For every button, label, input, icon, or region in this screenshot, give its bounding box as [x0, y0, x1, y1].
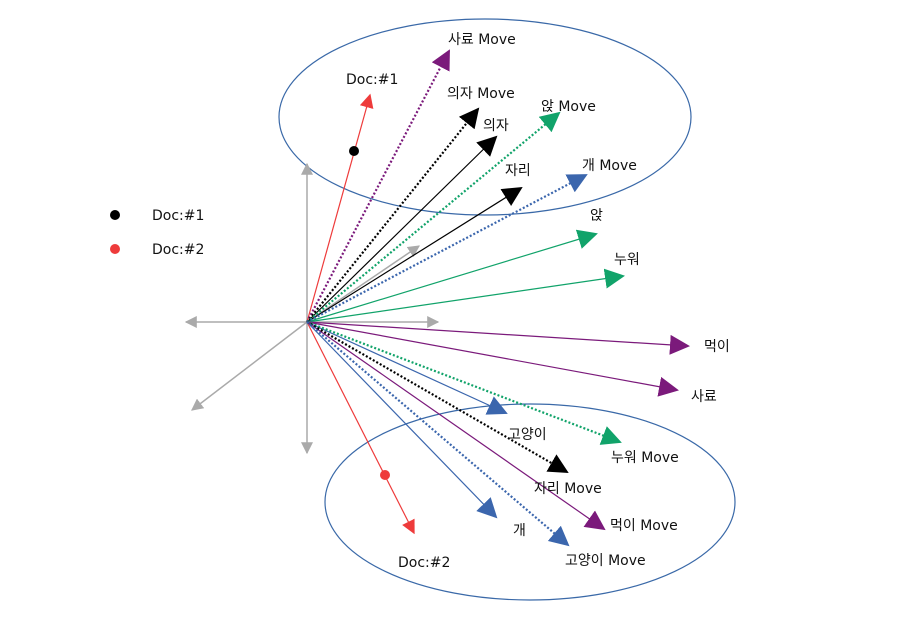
- anj-vector: [306, 229, 598, 323]
- meogi-vector: [306, 321, 690, 355]
- anj-move-vector: [306, 111, 561, 323]
- legend-doc1-label: Doc:#1: [152, 208, 204, 224]
- saryo-move-vector: [306, 49, 450, 323]
- doc1-point: [349, 146, 359, 156]
- nuwo-vector: [306, 268, 625, 323]
- bottom-cluster-ellipse: [324, 403, 736, 601]
- goyangi-vector: [306, 321, 508, 415]
- saryo-label: 사료: [691, 389, 717, 405]
- legend-doc1-marker: [110, 210, 120, 220]
- uija-label: 의자: [483, 118, 509, 134]
- doc1-label: Doc:#1: [346, 72, 398, 88]
- gae-move-vector: [306, 174, 588, 323]
- legend-doc2-marker: [110, 244, 120, 254]
- doc2-label: Doc:#2: [398, 555, 450, 571]
- top-cluster-ellipse: [278, 18, 692, 216]
- jari-move-label: 자리 Move: [534, 481, 602, 497]
- meogi-move-label: 먹이 Move: [610, 518, 678, 534]
- jari-vector: [306, 186, 523, 323]
- nuwo-move-label: 누워 Move: [611, 450, 679, 466]
- meogi-lower-vector: [306, 321, 606, 531]
- goyangi-move-vector: [306, 321, 570, 547]
- anj-label: 앉: [590, 208, 603, 224]
- jari-label: 자리: [505, 163, 531, 179]
- saryo-move-label: 사료 Move: [448, 32, 516, 48]
- nuwo-label: 누워: [614, 252, 640, 268]
- gae-label: 개: [513, 523, 526, 539]
- doc1-vector: [306, 93, 374, 323]
- anj-move-label: 앉 Move: [541, 99, 596, 115]
- uija-move-vector: [306, 107, 480, 323]
- saryo-vector: [306, 321, 679, 397]
- legend-doc2-label: Doc:#2: [152, 242, 204, 258]
- goyangi-label: 고양이: [508, 427, 547, 443]
- uija-vector: [306, 135, 498, 323]
- axis-diag-down-left-arrow: [191, 321, 308, 411]
- uija-move-label: 의자 Move: [447, 86, 515, 102]
- goyangi-move-label: 고양이 Move: [565, 553, 646, 569]
- legend: Doc:#1 Doc:#2: [110, 208, 204, 258]
- jari-move-vector: [306, 321, 569, 473]
- gae-move-label: 개 Move: [582, 158, 637, 174]
- axes: [184, 162, 440, 455]
- axis-diag-up-right-arrow: [306, 245, 420, 323]
- nuwo-move-vector: [306, 320, 622, 445]
- gae-vector: [306, 321, 498, 519]
- doc2-vector: [306, 321, 415, 535]
- meogi-label: 먹이: [704, 339, 730, 355]
- doc2-point: [380, 470, 390, 480]
